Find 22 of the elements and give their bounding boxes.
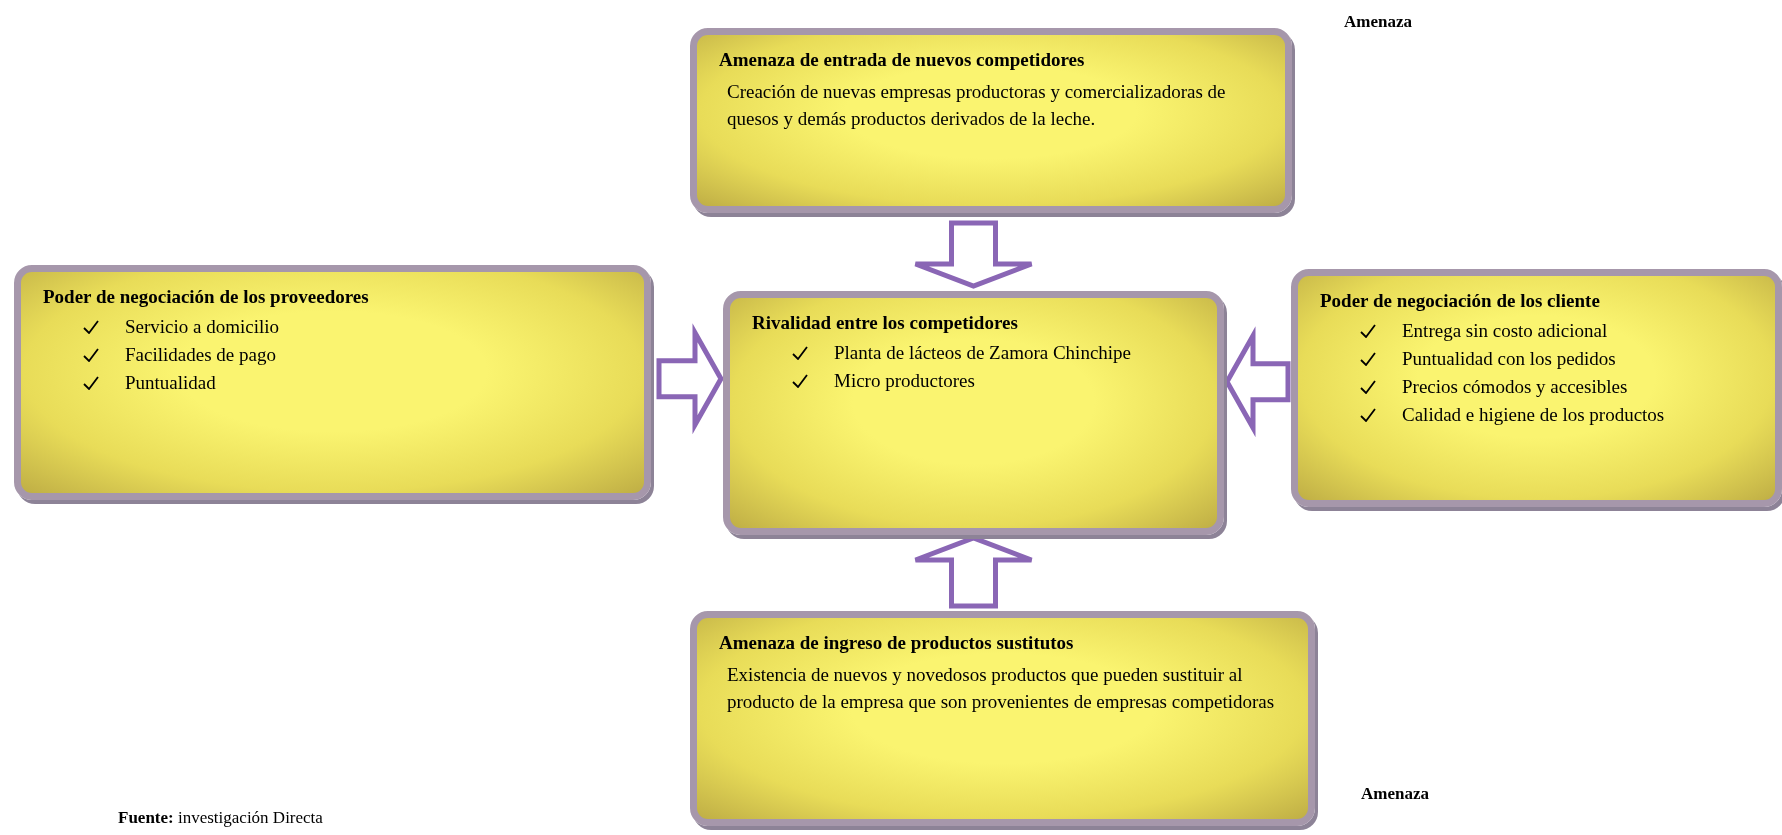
list-item: Micro productores [834,370,975,392]
list-item: Planta de lácteos de Zamora Chinchipe [834,342,1132,364]
box-heading: Amenaza de entrada de nuevos competidores [719,49,1086,71]
box-text: Creación de nuevas empresas productoras y comercializadoras de quesos y demás productos derivados de la leche. [726,80,1227,131]
box-heading: Rivalidad entre los competidores [752,312,1019,334]
list-item: Facilidades de pago [125,344,276,366]
box-heading: Amenaza de ingreso de productos sustitutos [719,632,1075,654]
box-text: Existencia de nuevos y novedosos productos que pueden sustituir al producto de la empresa que son provenientes de empresas competidoras [726,663,1276,714]
block-arrow [1224,326,1291,438]
list-item: Calidad e higiene de los productos [1402,404,1665,426]
threat-label: Amenaza [1344,12,1412,32]
block-arrow [913,220,1034,289]
box-heading: Poder de negociación de los cliente [1320,290,1601,312]
threat-label: Amenaza [1361,784,1429,804]
box-heading: Poder de negociación de los proveedores [43,286,370,308]
list-item: Puntualidad [125,372,216,394]
block-arrow [656,323,724,435]
source-note: Fuente: investigación Directa [118,808,323,828]
list-item: Entrega sin costo adicional [1402,320,1608,342]
list-item: Precios cómodos y accesibles [1402,376,1628,398]
list-item: Servicio a domicilio [125,316,280,338]
list-item: Puntualidad con los pedidos [1402,348,1616,370]
